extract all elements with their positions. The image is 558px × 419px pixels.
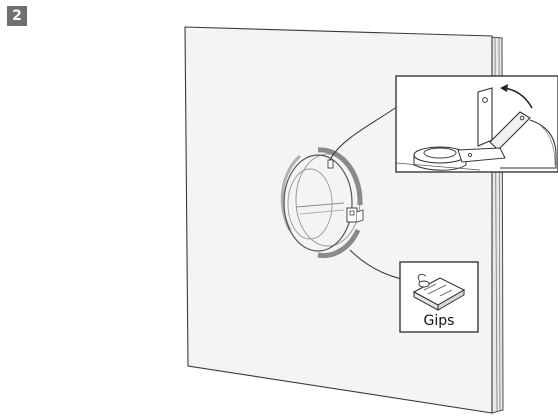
bracket-detail-callout [395,75,558,173]
rotate-arrow-icon [500,84,533,109]
bracket-detail-icon [395,87,557,171]
gips-bag-icon [412,273,466,311]
gips-label: Gips [424,313,455,329]
step-number-badge: 2 [7,6,27,26]
mounting-ring-icon [280,147,364,258]
gips-callout: Gips [399,261,479,333]
